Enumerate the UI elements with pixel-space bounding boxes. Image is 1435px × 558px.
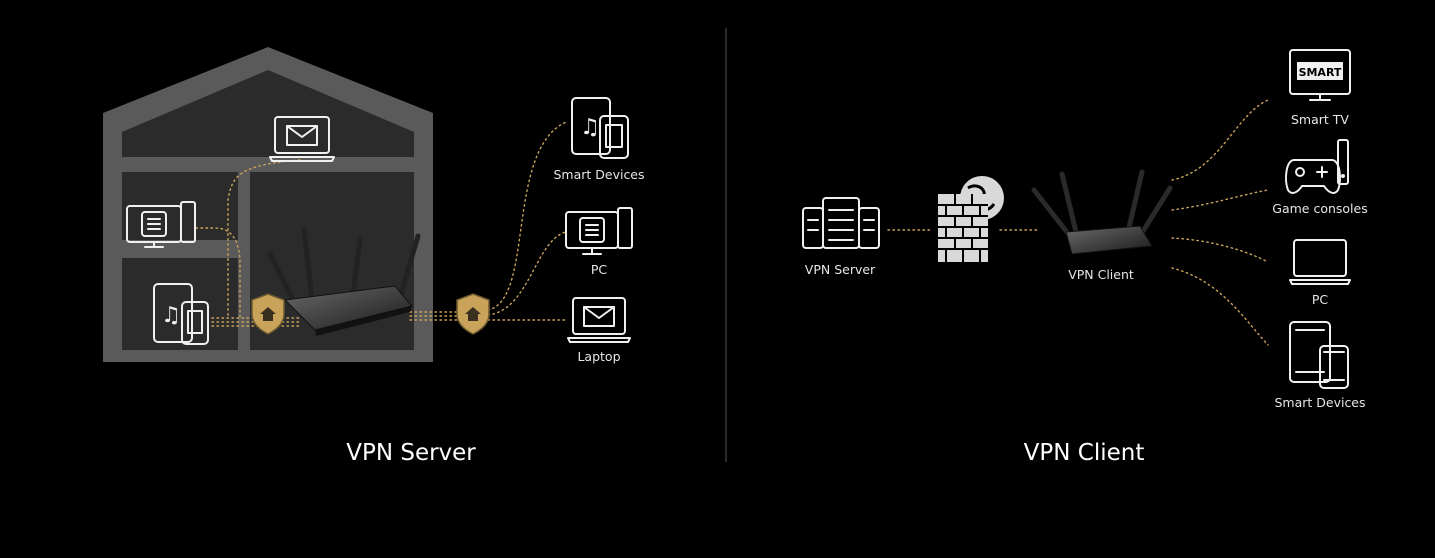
smart-devices-icon: ♫ [571,97,629,159]
label-vpn-client: VPN Client [1068,267,1134,282]
firewall-globe-icon [938,176,1004,262]
label-pc: PC [591,262,608,277]
tv-screen-text: SMART [1299,66,1342,79]
pc-document-icon [126,201,196,248]
house-connection-lines [195,121,569,327]
title-vpn-client: VPN Client [1024,440,1145,466]
label-vpn-server: VPN Server [805,262,876,277]
smart-devices-icon [1289,321,1349,389]
label-pc: PC [1312,292,1329,307]
tablet-phone-icon: ♫ [153,283,209,345]
game-controller-icon [1285,139,1349,194]
shield-home-icon [251,293,285,335]
label-smart-devices: Smart Devices [553,167,644,182]
laptop-mail-icon [567,297,631,343]
server-rack-icon [802,197,880,249]
router-client [1031,169,1173,255]
smart-tv-icon: SMART [1289,49,1351,101]
shield-home-icon [456,293,490,335]
label-laptop: Laptop [577,349,620,364]
router-home [267,227,421,336]
label-smart-tv: Smart TV [1291,112,1349,127]
laptop-icon [1289,239,1351,285]
pc-document-icon [565,207,633,255]
svg-text:♫: ♫ [580,115,600,140]
laptop-mail-icon [269,116,335,162]
client-connection-lines [887,99,1269,346]
svg-text:♫: ♫ [161,303,181,328]
title-vpn-server: VPN Server [346,440,476,466]
label-game-consoles: Game consoles [1272,201,1367,216]
label-smart-devices: Smart Devices [1274,395,1365,410]
